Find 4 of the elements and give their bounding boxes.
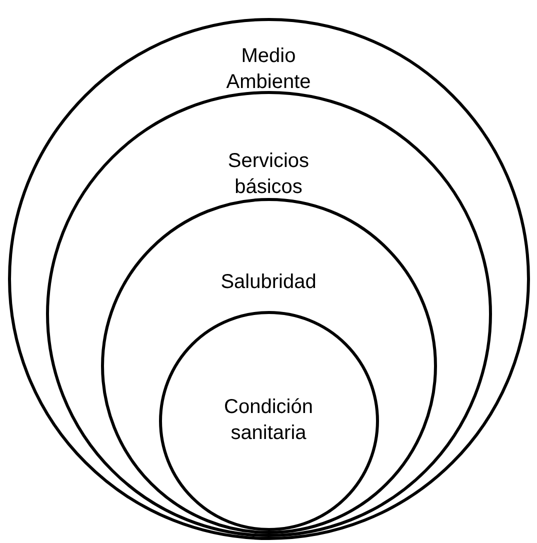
circle-label: Servicios básicos	[226, 149, 310, 200]
circle-label: Condición sanitaria	[223, 395, 314, 446]
circle-label: Salubridad	[220, 270, 318, 295]
circle-label: Medio Ambiente	[225, 44, 312, 95]
